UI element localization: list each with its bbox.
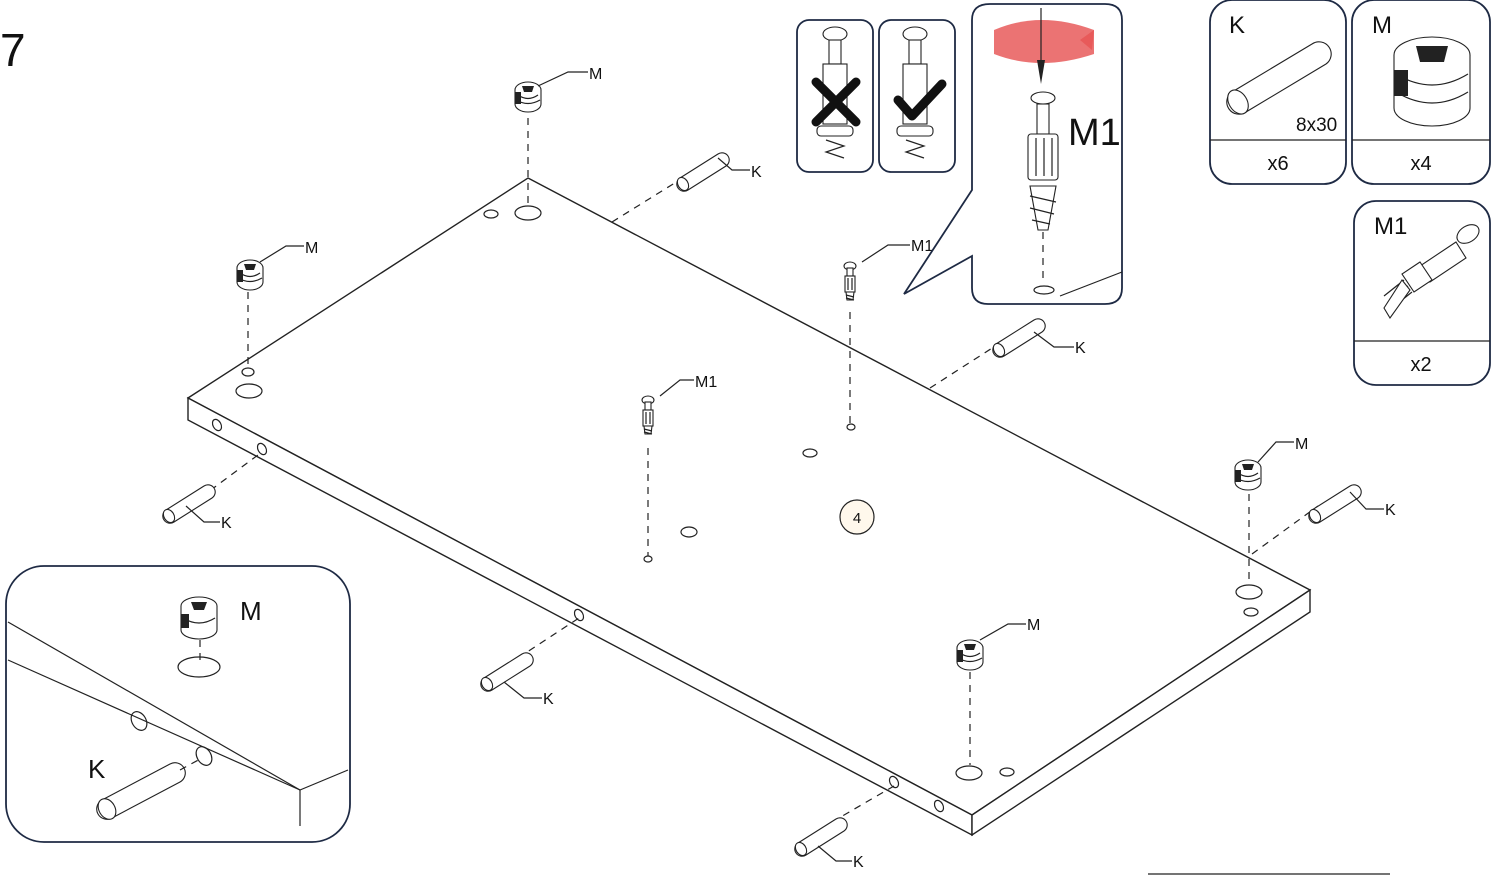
part-m-label: M [1372,12,1392,39]
inset-dowel-icon [96,762,186,820]
callout-m1: M1 [695,374,717,391]
callout-m1: M1 [911,238,933,255]
callout-m: M [305,240,318,257]
callout-k: K [543,691,554,708]
part-number-label: 4 [853,510,861,527]
wrong-example-box [796,19,874,173]
connector-bolt-icon [1383,224,1480,320]
callout-k: K [751,164,762,181]
callout-m: M [589,66,602,83]
inset-label-k: K [88,754,106,784]
m1-install-detail: M1 [903,3,1123,305]
part-m1-qty: x2 [1410,354,1431,376]
inset-cam-icon [180,596,218,640]
part-card-m1: M1 x2 [1353,200,1491,386]
callout-m: M [1295,436,1308,453]
edge-detail-inset: M K [5,565,351,843]
callout-k: K [1075,340,1086,357]
check-icon [893,79,947,121]
m1-detail-label: M1 [1068,112,1121,154]
part-card-m: M x4 [1351,0,1491,185]
part-m1-label: M1 [1374,213,1407,240]
inset-label-m: M [240,596,262,626]
cross-icon [811,77,861,127]
callouts: M M M M M1 M1 K K K K K K [185,66,1396,871]
step-number: 7 [0,24,26,76]
rotate-arrow-icon [994,20,1094,63]
part-k-qty: x6 [1267,153,1288,175]
callout-m: M [1027,617,1040,634]
callout-k: K [1385,502,1396,519]
guide-lines [199,118,1319,823]
part-k-size: 8x30 [1296,115,1337,136]
part-k-label: K [1229,12,1245,39]
part-number-badge [839,499,875,535]
cam-lock-icon [1393,36,1471,127]
panel: 4 [186,177,1312,837]
callout-k: K [853,854,864,871]
right-example-box [878,19,956,173]
dowel-icon [1226,41,1332,115]
part-m-qty: x4 [1410,153,1431,175]
part-card-k: K 8x30 x6 [1209,0,1347,185]
callout-k: K [221,515,232,532]
